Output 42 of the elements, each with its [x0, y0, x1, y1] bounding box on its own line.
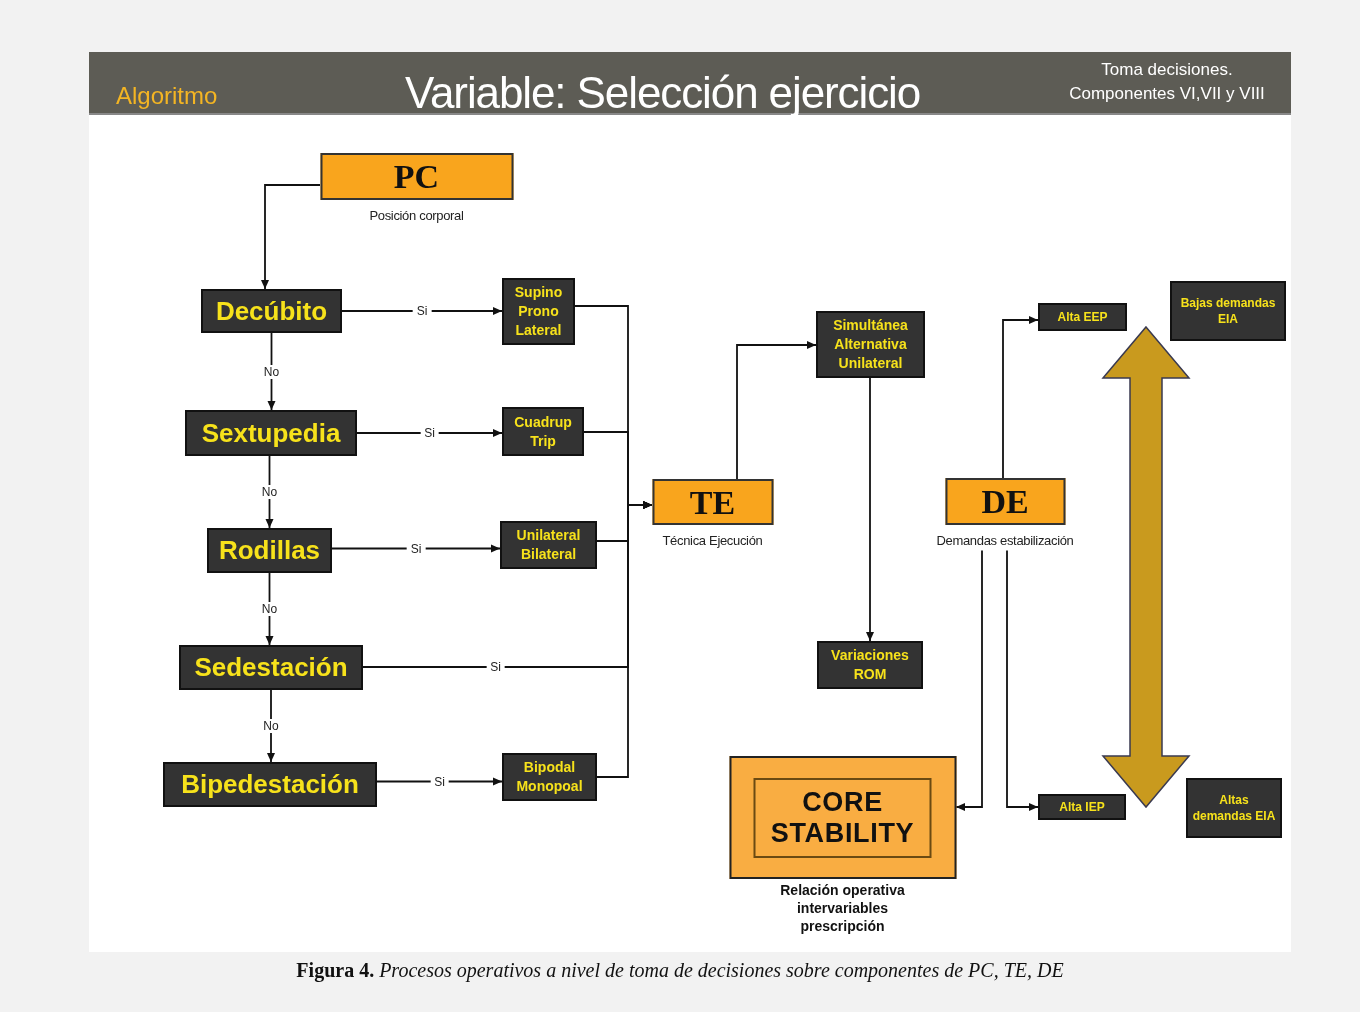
arrow	[736, 341, 817, 480]
arrow	[356, 429, 503, 437]
arrow	[1006, 549, 1039, 811]
arrow	[596, 501, 653, 778]
arrow	[376, 777, 503, 786]
process-box: PC	[320, 153, 513, 200]
option-box: Variaciones ROM	[817, 641, 923, 689]
arrow	[341, 307, 503, 315]
arrow	[261, 184, 321, 290]
option-box: Sextupedia	[185, 410, 357, 456]
option-box: Decúbito	[201, 289, 342, 333]
option-box: Bipodal Monopoal	[502, 753, 597, 801]
option-box: Simultánea Alternativa Unilateral	[816, 311, 925, 378]
node-caption: Demandas estabilización	[936, 532, 1074, 550]
option-box: Alta EEP	[1038, 303, 1127, 331]
edge-label: Si	[420, 426, 439, 440]
option-box: Cuadrup Trip	[502, 407, 584, 456]
edge-label: Si	[486, 660, 505, 674]
diagram-title: Variable: Selección ejercicio	[405, 67, 921, 119]
arrow	[955, 549, 983, 811]
header-note: Toma decisiones. Componentes VI,VII y VIII	[1068, 59, 1266, 105]
option-box: Supino Prono Lateral	[502, 278, 575, 345]
option-box: Rodillas	[207, 528, 332, 573]
option-box: Sedestación	[179, 645, 363, 690]
option-box: Bipedestación	[163, 762, 377, 807]
edge-label: Si	[412, 304, 432, 318]
section-label: Algoritmo	[116, 81, 218, 111]
node-caption: Técnica Ejecución	[662, 532, 763, 550]
arrow	[331, 544, 501, 553]
node-caption: Relación operativa intervariables prescripción	[779, 881, 906, 935]
figure-caption: Figura 4. Procesos operativos a nivel de toma de decisiones sobre componentes de PC, TE, DE	[295, 958, 1065, 984]
arrow	[267, 689, 275, 763]
process-box: DE	[945, 478, 1065, 525]
option-box: Bajas demandas EIA	[1170, 281, 1286, 341]
option-box: Unilateral Bilateral	[500, 521, 597, 569]
arrow	[1002, 316, 1039, 479]
node-caption: Posición corporal	[369, 207, 464, 225]
arrow	[866, 377, 874, 642]
process-box: TE	[652, 479, 773, 525]
option-box: Altas demandas EIA	[1186, 778, 1282, 838]
inner-frame: CORE STABILITY	[753, 777, 932, 858]
option-box: Alta IEP	[1038, 794, 1126, 820]
